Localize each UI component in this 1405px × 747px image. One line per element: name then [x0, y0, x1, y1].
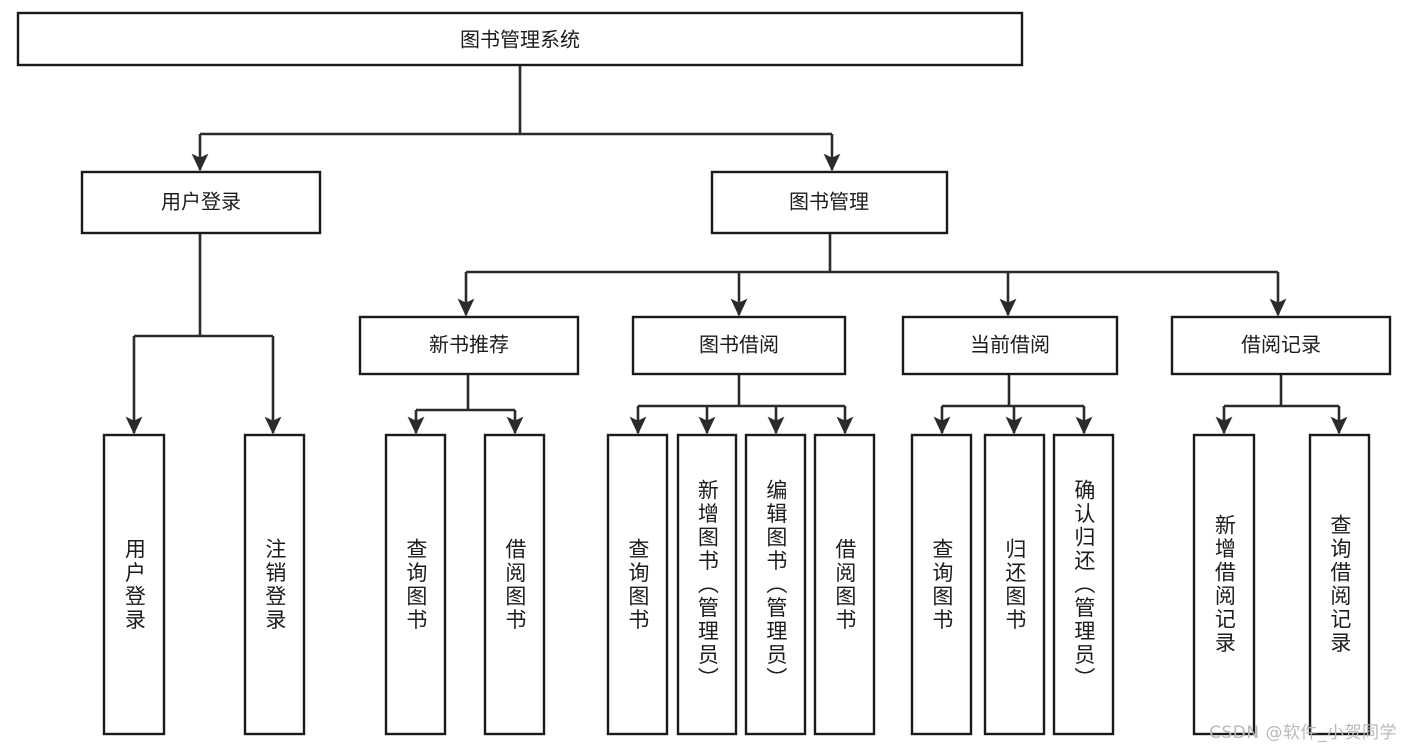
edge-group-borrow-record	[1215, 374, 1348, 435]
leaf-box-borrow-book-1[interactable]	[483, 433, 546, 736]
leaf-box-add-record[interactable]	[1192, 433, 1256, 736]
csdn-watermark: CSDN @软件_小贺同学	[1209, 723, 1397, 743]
node-new-book-recommend[interactable]: 新书推荐	[358, 315, 580, 376]
edge-group-book-borrow	[629, 374, 854, 435]
node-current-borrow[interactable]: 当前借阅	[901, 315, 1119, 376]
node-root[interactable]: 图书管理系统	[16, 11, 1024, 67]
leaf-box-edit-book[interactable]	[744, 433, 807, 736]
edge-user-login-bus	[134, 233, 273, 338]
leaf-box-query-book-1[interactable]	[384, 433, 447, 736]
node-root-box[interactable]	[16, 11, 1024, 67]
leaf-box-user-login[interactable]	[102, 433, 166, 736]
node-book-borrow-label: 图书借阅	[699, 333, 779, 357]
leaf-box-return-book[interactable]	[983, 433, 1046, 736]
node-borrow-record-box[interactable]	[1170, 315, 1392, 376]
node-book-manage-box[interactable]	[710, 170, 949, 235]
leaf-box-query-record[interactable]	[1308, 433, 1371, 736]
node-new-book-recommend-box[interactable]	[358, 315, 580, 376]
leaf-box-logout[interactable]	[243, 433, 306, 736]
leaf-box-query-book-3[interactable]	[910, 433, 973, 736]
edge-book-borrow-bus	[638, 374, 845, 408]
edge-group-current-borrow	[933, 374, 1093, 435]
node-user-login-label: 用户登录	[161, 190, 241, 214]
edge-group-root	[191, 65, 841, 172]
node-book-manage[interactable]: 图书管理	[710, 170, 949, 235]
leaf-box-group	[102, 433, 1371, 736]
edge-group-book-manage	[457, 233, 1287, 317]
node-user-login-box[interactable]	[80, 170, 322, 235]
edge-current-borrow-bus	[942, 374, 1084, 408]
node-current-borrow-box[interactable]	[901, 315, 1119, 376]
leaf-box-confirm-return[interactable]	[1052, 433, 1115, 736]
edge-group-new-book-recommend	[407, 374, 524, 435]
edge-book-manage-bus	[466, 233, 1278, 274]
edge-new-book-bus	[416, 374, 515, 412]
node-book-borrow[interactable]: 图书借阅	[631, 315, 847, 376]
node-book-manage-label: 图书管理	[789, 190, 869, 214]
edge-group-user-login	[125, 233, 282, 435]
node-user-login[interactable]: 用户登录	[80, 170, 322, 235]
node-book-borrow-box[interactable]	[631, 315, 847, 376]
leaf-box-query-book-2[interactable]	[606, 433, 669, 736]
node-current-borrow-label: 当前借阅	[970, 333, 1050, 357]
leaf-box-borrow-book-2[interactable]	[813, 433, 876, 736]
node-borrow-record[interactable]: 借阅记录	[1170, 315, 1392, 376]
edge-borrow-record-bus	[1224, 374, 1339, 408]
node-root-label: 图书管理系统	[460, 28, 580, 52]
node-new-book-recommend-label: 新书推荐	[429, 333, 509, 357]
node-borrow-record-label: 借阅记录	[1241, 333, 1321, 357]
leaf-box-add-book[interactable]	[676, 433, 738, 736]
edge-root-bus	[200, 65, 832, 136]
